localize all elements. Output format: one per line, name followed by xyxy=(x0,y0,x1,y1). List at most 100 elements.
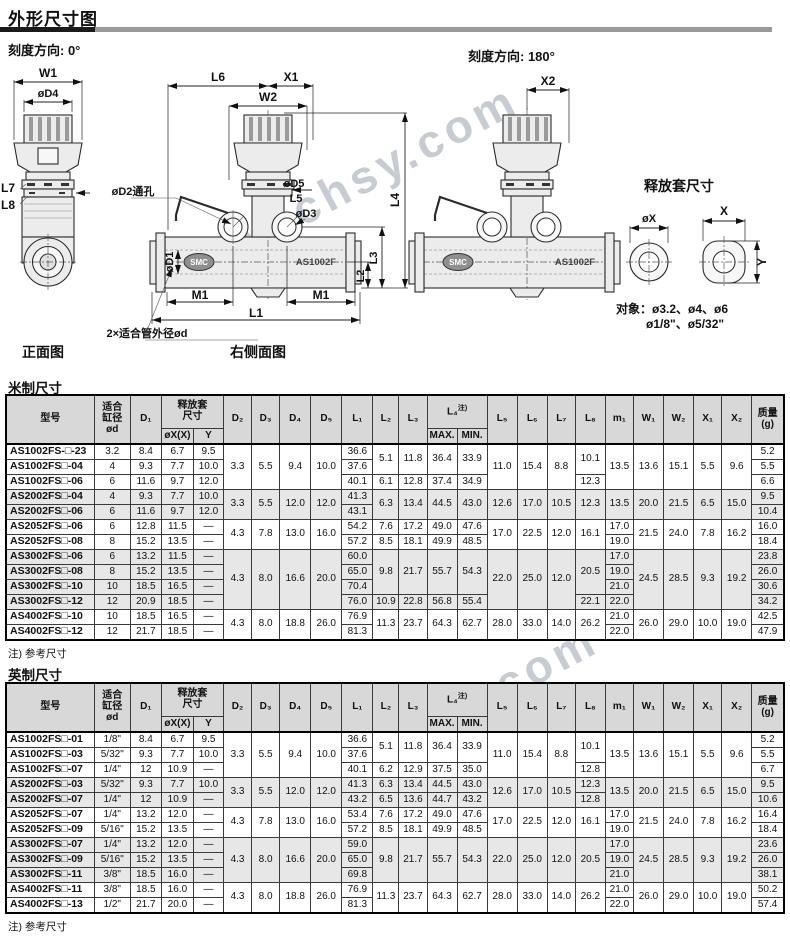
dim-cell: 15.0 xyxy=(721,489,753,520)
dim-cell: 26.0 xyxy=(310,609,343,641)
release-sleeve-title: 释放套尺寸 xyxy=(644,178,714,194)
dim-cell: 8.4 xyxy=(129,731,162,748)
column-header: m₁ xyxy=(604,682,634,733)
dim-cell: 13.5 xyxy=(160,534,194,550)
scale-direction-0-label: 刻度方向: 0° xyxy=(8,43,81,58)
dim-cell: 12 xyxy=(129,762,162,778)
model-cell: AS2002FS□-06 xyxy=(5,504,95,520)
dim-cell: 55.4 xyxy=(456,594,488,610)
dim-cell: 26.2 xyxy=(574,609,606,641)
dim-label-m1-right: M1 xyxy=(313,288,330,302)
dim-cell: 33.0 xyxy=(516,882,548,914)
dim-cell: 23.7 xyxy=(398,609,428,641)
model-cell: AS4002FS□-11 xyxy=(5,882,95,898)
dim-cell: 36.4 xyxy=(426,731,458,763)
dim-cell: 5.1 xyxy=(372,731,400,763)
dim-cell: 11.3 xyxy=(372,882,400,914)
dim-cell: 18.1 xyxy=(398,822,428,838)
imperial-table-note: 注) 参考尺寸 xyxy=(8,921,67,933)
dim-cell: 12.0 xyxy=(279,777,312,808)
model-cell: AS1002FS□-03 xyxy=(5,747,95,763)
model-cell: AS2052FS□-07 xyxy=(5,807,95,823)
column-header: MAX. xyxy=(426,716,458,733)
dim-cell: 16.0 xyxy=(310,807,343,838)
dim-cell: 24.5 xyxy=(632,549,665,610)
dim-cell: 70.4 xyxy=(341,579,374,595)
model-cell: AS4002FS□-10 xyxy=(5,609,95,625)
model-cell: AS3002FS□-08 xyxy=(5,564,95,580)
dim-cell: 23.7 xyxy=(398,882,428,914)
dim-cell: 19.0 xyxy=(721,609,753,641)
dim-label-l5: L5 xyxy=(290,193,303,205)
column-header: D₅ xyxy=(310,394,343,445)
dim-cell: 9.7 xyxy=(160,504,194,520)
dim-cell: 12 xyxy=(93,624,131,641)
dim-cell: 5.5 xyxy=(251,489,281,520)
dim-cell: 53.4 xyxy=(341,807,374,823)
side-view-caption: 右侧面图 xyxy=(230,344,286,360)
dim-cell: 10.1 xyxy=(574,731,606,763)
model-cell: AS3002FS□-06 xyxy=(5,549,95,565)
dim-cell: 54.3 xyxy=(456,837,488,883)
dim-cell: 14.0 xyxy=(546,609,576,641)
dim-label-d5: øD5 xyxy=(284,178,305,190)
body-model-text: AS1002F xyxy=(296,257,336,268)
release-applicable-note-1: 对象：ø3.2、ø4、ø6 xyxy=(616,302,729,316)
column-header: D₃ xyxy=(251,682,281,733)
column-header: L₁ xyxy=(341,394,374,445)
dim-cell: 47.9 xyxy=(751,624,785,641)
dim-cell: 26.0 xyxy=(751,852,785,868)
dim-cell: 18.5 xyxy=(160,624,194,641)
dim-cell: 36.6 xyxy=(341,731,374,748)
dim-cell: 1/4" xyxy=(93,837,131,853)
dim-cell: 11.6 xyxy=(129,474,162,490)
column-header: 型号 xyxy=(5,682,95,733)
dim-cell: 30.6 xyxy=(751,579,785,595)
dim-cell: 13.2 xyxy=(129,549,162,565)
dim-cell: 7.7 xyxy=(160,747,194,763)
dim-cell: 57.4 xyxy=(751,897,785,914)
dim-cell: 43.0 xyxy=(456,777,488,793)
dim-cell: 42.5 xyxy=(751,609,785,625)
dim-cell: 12.9 xyxy=(398,762,428,778)
dim-cell: 4.3 xyxy=(223,882,253,914)
dim-cell: 15.4 xyxy=(516,731,548,778)
dim-cell: 28.0 xyxy=(486,882,518,914)
dim-cell: 6 xyxy=(93,474,131,490)
dim-cell: — xyxy=(192,762,225,778)
front-view: W1 øD4 L7 L8 xyxy=(1,66,90,290)
dim-cell: 11.3 xyxy=(372,609,400,641)
dim-cell: 5.5 xyxy=(751,459,785,475)
dim-cell: 10.9 xyxy=(160,792,194,808)
dim-cell: 5/32" xyxy=(93,747,131,763)
column-header: L₅ xyxy=(486,682,518,733)
dim-cell: 76.9 xyxy=(341,882,374,898)
column-header: L₄注) xyxy=(426,394,488,429)
dim-cell: 23.8 xyxy=(751,549,785,565)
dim-cell: 16.1 xyxy=(574,519,606,550)
column-header: Y xyxy=(192,716,225,733)
dim-cell: 11.5 xyxy=(160,549,194,565)
model-cell: AS2002FS□-07 xyxy=(5,792,95,808)
dim-cell: 37.4 xyxy=(426,474,458,490)
dim-cell: 17.2 xyxy=(398,807,428,823)
dim-cell: 4.3 xyxy=(223,609,253,641)
model-cell: AS1002FS□-07 xyxy=(5,762,95,778)
dim-cell: 4.3 xyxy=(223,807,253,838)
dim-cell: 13.0 xyxy=(279,519,312,550)
dim-cell: 60.0 xyxy=(341,549,374,565)
dim-cell: 22.0 xyxy=(604,897,634,914)
column-header: D₂ xyxy=(223,394,253,445)
dim-cell: 8 xyxy=(93,534,131,550)
dim-cell: 22.5 xyxy=(516,519,548,550)
column-header: X₂ xyxy=(721,394,753,445)
column-header: L₄注) xyxy=(426,682,488,717)
dim-cell: 11.6 xyxy=(129,504,162,520)
dim-cell: 64.3 xyxy=(426,882,458,914)
dim-cell: 13.5 xyxy=(160,564,194,580)
dim-cell: 9.6 xyxy=(721,731,753,778)
dim-cell: 12.0 xyxy=(192,474,225,490)
